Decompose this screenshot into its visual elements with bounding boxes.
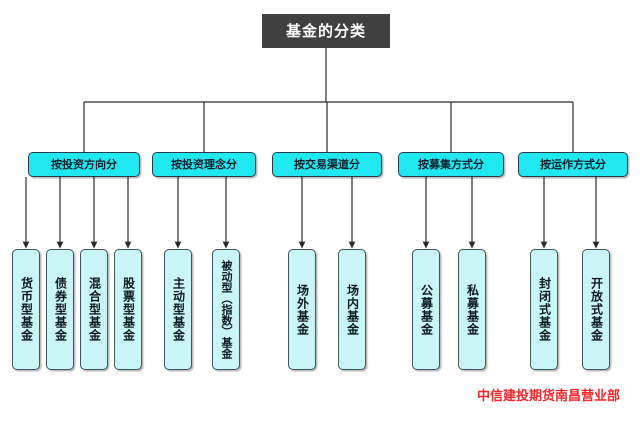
category-box-1[interactable]: 按投资理念分 xyxy=(152,152,256,177)
leaf-label: 私募基金 xyxy=(465,283,480,336)
leaf-box-9[interactable]: 私募基金 xyxy=(458,249,486,370)
trunk-connectors xyxy=(83,48,574,152)
category-label: 按交易渠道分 xyxy=(294,158,360,171)
leaf-label: 开放式基金 xyxy=(589,277,604,342)
leaf-label: 股票型基金 xyxy=(121,277,136,342)
leaf-label: 主动型基金 xyxy=(171,277,186,342)
root-title-label: 基金的分类 xyxy=(285,21,366,40)
leaf-box-10[interactable]: 封闭式基金 xyxy=(530,249,558,370)
category-label: 按运作方式分 xyxy=(540,158,606,171)
leaf-label: 封闭式基金 xyxy=(537,277,552,342)
category-box-2[interactable]: 按交易渠道分 xyxy=(272,152,382,177)
leaf-label: 场内基金 xyxy=(345,283,360,336)
leaf-box-4[interactable]: 主动型基金 xyxy=(164,249,192,370)
leaf-box-6[interactable]: 场外基金 xyxy=(288,249,316,370)
leaf-label: 债券型基金 xyxy=(53,277,68,342)
footer-credit-text: 中信建投期货南昌营业部 xyxy=(476,389,620,404)
leaf-arrow-connectors xyxy=(22,177,600,249)
leaf-box-1[interactable]: 债券型基金 xyxy=(46,249,74,370)
category-label: 按募集方式分 xyxy=(418,158,484,171)
leaf-label: 混合型基金 xyxy=(87,277,102,342)
leaf-box-5[interactable]: 被动型（指数）基金 xyxy=(212,249,240,370)
leaf-box-3[interactable]: 股票型基金 xyxy=(114,249,142,370)
leaf-label: 被动型（指数）基金 xyxy=(219,260,233,359)
category-box-0[interactable]: 按投资方向分 xyxy=(28,152,140,177)
category-label: 按投资理念分 xyxy=(171,158,237,171)
leaf-label: 场外基金 xyxy=(295,283,310,336)
leaf-box-7[interactable]: 场内基金 xyxy=(338,249,366,370)
leaf-box-0[interactable]: 货币型基金 xyxy=(12,249,40,370)
leaf-box-8[interactable]: 公募基金 xyxy=(412,249,440,370)
root-title-box[interactable]: 基金的分类 xyxy=(262,14,390,48)
category-label: 按投资方向分 xyxy=(51,158,117,171)
category-box-3[interactable]: 按募集方式分 xyxy=(398,152,504,177)
leaf-box-2[interactable]: 混合型基金 xyxy=(80,249,108,370)
leaf-label: 公募基金 xyxy=(419,283,434,336)
leaf-label: 货币型基金 xyxy=(19,277,34,342)
leaf-box-11[interactable]: 开放式基金 xyxy=(582,249,610,370)
category-box-4[interactable]: 按运作方式分 xyxy=(518,152,628,177)
